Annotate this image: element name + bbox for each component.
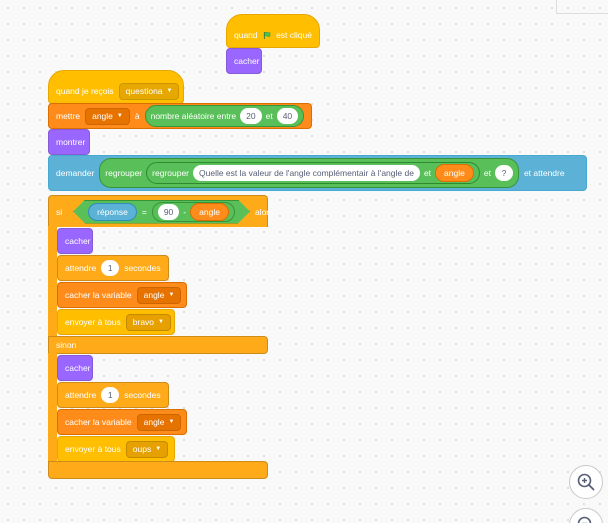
message-value: bravo bbox=[132, 316, 155, 327]
zoom-out-button[interactable] bbox=[569, 508, 603, 523]
wait-label: attendre bbox=[65, 390, 97, 400]
wait-seconds-input[interactable]: 1 bbox=[101, 387, 120, 403]
join-outer-operator[interactable]: regrouper regrouper Quelle est la valeur… bbox=[99, 158, 519, 188]
seconds-label: secondes bbox=[124, 263, 161, 273]
zoom-in-button[interactable] bbox=[569, 465, 603, 499]
chevron-down-icon: ▼ bbox=[168, 418, 175, 425]
and-label: et bbox=[265, 111, 273, 121]
variable-dropdown[interactable]: angle ▼ bbox=[136, 286, 182, 304]
wait-label: attendre bbox=[65, 263, 97, 273]
set-variable-block[interactable]: mettre angle ▼ à nombre aléatoire entre … bbox=[48, 103, 312, 129]
ask-label: demander bbox=[56, 168, 95, 178]
hide-block-then[interactable]: cacher bbox=[57, 228, 93, 254]
variable-dropdown[interactable]: angle ▼ bbox=[136, 413, 182, 431]
wait-seconds-input[interactable]: 1 bbox=[101, 260, 120, 276]
chevron-down-icon: ▼ bbox=[116, 112, 123, 119]
random-operator[interactable]: nombre aléatoire entre 20 et 40 bbox=[144, 105, 305, 127]
if-label: si bbox=[56, 206, 63, 217]
zoom-out-icon bbox=[577, 516, 592, 523]
join-outer-label: regrouper bbox=[105, 168, 143, 178]
variable-value: angle bbox=[143, 289, 165, 300]
seconds-label: secondes bbox=[124, 390, 161, 400]
hide-variable-label: cacher la variable bbox=[65, 417, 132, 427]
and-label-2: et bbox=[483, 168, 491, 178]
chevron-down-icon: ▼ bbox=[168, 291, 175, 298]
broadcast-message-dropdown[interactable]: oups ▼ bbox=[125, 440, 169, 458]
broadcast-label: envoyer à tous bbox=[65, 317, 121, 327]
chevron-down-icon: ▼ bbox=[166, 87, 173, 94]
broadcast-message-dropdown[interactable]: bravo ▼ bbox=[125, 313, 171, 331]
random-label: nombre aléatoire entre bbox=[150, 111, 237, 121]
broadcast-block-then[interactable]: envoyer à tous bravo ▼ bbox=[57, 309, 175, 335]
else-label: sinon bbox=[56, 340, 77, 350]
wait-block-then[interactable]: attendre 1 secondes bbox=[57, 255, 169, 281]
chevron-down-icon: ▼ bbox=[155, 445, 162, 452]
when-flag-clicked-block[interactable]: quand est cliqué bbox=[226, 14, 320, 48]
show-label: montrer bbox=[56, 137, 86, 147]
equals-sign: = bbox=[141, 206, 147, 217]
when-i-receive-block[interactable]: quand je reçois questiona ▼ bbox=[48, 70, 184, 104]
hide-variable-label: cacher la variable bbox=[65, 290, 132, 300]
zoom-in-icon bbox=[577, 473, 595, 491]
show-block[interactable]: montrer bbox=[48, 129, 90, 155]
broadcast-block-else[interactable]: envoyer à tous oups ▼ bbox=[57, 436, 175, 462]
variable-value: angle bbox=[143, 416, 165, 427]
else-bar: sinon bbox=[48, 336, 268, 354]
broadcast-label: envoyer à tous bbox=[65, 444, 121, 454]
message-dropdown[interactable]: questiona ▼ bbox=[118, 82, 180, 100]
answer-reporter[interactable]: réponse bbox=[88, 203, 137, 221]
if-else-block[interactable]: si réponse = 90 - angle alors bbox=[48, 195, 273, 227]
hide-block[interactable]: cacher bbox=[226, 48, 262, 74]
clicked-label: est cliqué bbox=[276, 30, 312, 40]
chevron-down-icon: ▼ bbox=[158, 318, 164, 325]
else-left-wall bbox=[48, 353, 57, 463]
ask-and-wait-block[interactable]: demander regrouper regrouper Quelle est … bbox=[48, 155, 587, 191]
then-label: alors bbox=[254, 206, 274, 217]
join-inner-operator[interactable]: regrouper Quelle est la valeur de l'angl… bbox=[146, 162, 480, 184]
wait-block-else[interactable]: attendre 1 secondes bbox=[57, 382, 169, 408]
and-wait-label: et attendre bbox=[523, 168, 565, 178]
hide-label: cacher bbox=[65, 363, 91, 373]
and-label: et bbox=[423, 168, 432, 178]
hide-variable-block-then[interactable]: cacher la variable angle ▼ bbox=[57, 282, 187, 308]
equals-operator[interactable]: réponse = 90 - angle bbox=[73, 200, 250, 224]
variable-value: angle bbox=[92, 110, 113, 121]
join-inner-label: regrouper bbox=[152, 168, 189, 178]
subtract-operator[interactable]: 90 - angle bbox=[152, 202, 235, 222]
receive-label: quand je reçois bbox=[56, 86, 114, 96]
workspace-corner bbox=[556, 0, 608, 14]
random-from-input[interactable]: 20 bbox=[240, 108, 262, 124]
green-flag-icon bbox=[263, 31, 270, 39]
if-else-bottom bbox=[48, 461, 268, 479]
ninety-input[interactable]: 90 bbox=[158, 204, 179, 220]
set-label: mettre bbox=[56, 111, 81, 121]
random-to-input[interactable]: 40 bbox=[276, 108, 299, 124]
hide-label: cacher bbox=[234, 56, 260, 66]
variable-dropdown[interactable]: angle ▼ bbox=[85, 107, 130, 125]
when-label: quand bbox=[234, 30, 258, 40]
angle-variable-reporter[interactable]: angle bbox=[435, 164, 474, 182]
if-left-wall bbox=[48, 226, 57, 338]
hide-variable-block-else[interactable]: cacher la variable angle ▼ bbox=[57, 409, 187, 435]
to-label: à bbox=[134, 111, 140, 121]
minus-sign: - bbox=[183, 206, 187, 217]
hide-label: cacher bbox=[65, 236, 91, 246]
question-text-input[interactable]: Quelle est la valeur de l'angle compléme… bbox=[193, 165, 420, 181]
message-value: oups bbox=[132, 443, 152, 454]
hide-block-else[interactable]: cacher bbox=[57, 355, 93, 381]
message-value: questiona bbox=[125, 85, 163, 96]
qmark-text-input[interactable]: ? bbox=[494, 165, 513, 181]
angle-variable-reporter[interactable]: angle bbox=[190, 203, 229, 221]
